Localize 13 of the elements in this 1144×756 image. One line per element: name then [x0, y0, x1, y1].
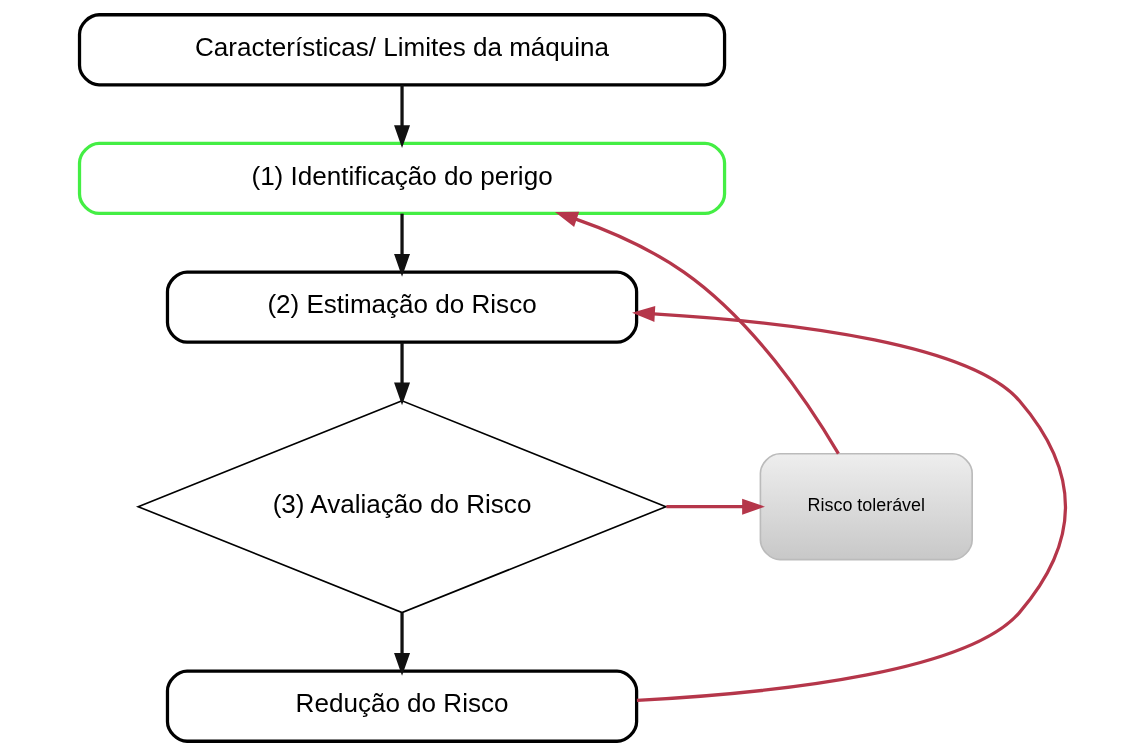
node-box: Risco tolerável: [759, 452, 973, 561]
arrow: [393, 213, 410, 277]
node-diamond: (3) Avaliação do Risco: [135, 399, 668, 614]
arrow: [665, 498, 765, 515]
arrow: [393, 612, 410, 676]
node-box: Características/ Limites da máquina: [77, 13, 726, 87]
arrow: [393, 342, 410, 406]
node-box: Redução do Risco: [165, 669, 638, 743]
arrow: [631, 306, 1067, 703]
arrow: [393, 85, 410, 149]
arrow: [554, 211, 840, 455]
node-box: (1) Identificação do perigo: [77, 141, 726, 216]
node-box: (2) Estimação do Risco: [165, 270, 638, 344]
